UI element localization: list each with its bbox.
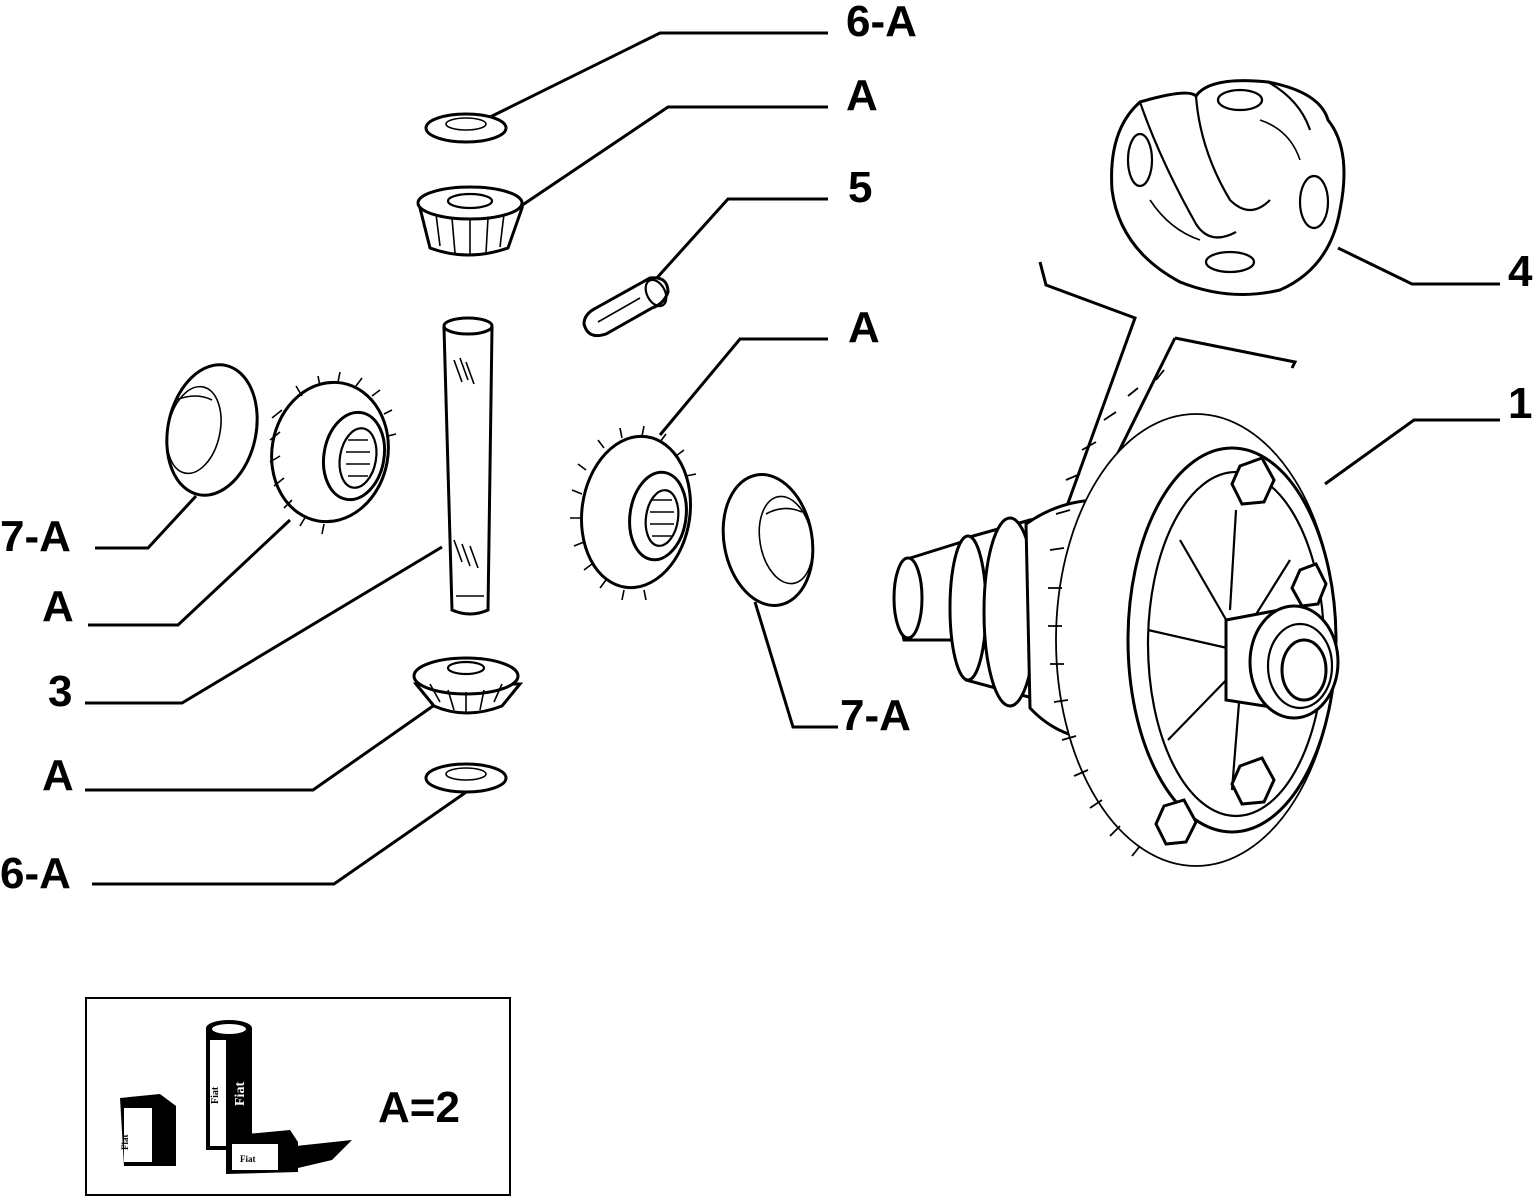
- callout-bearing-cap-right: 7-A: [840, 691, 911, 740]
- parts-kit-icon: Fiat Fiat Fiat Fiat: [120, 1020, 352, 1174]
- kit-brand-mark: Fiat: [240, 1154, 256, 1164]
- callout-bearing-cap-left: 7-A: [0, 512, 71, 561]
- ring-gear-bolts: [1154, 456, 1328, 846]
- planet-gear-bottom-part: [412, 656, 524, 715]
- kit-brand-mark: Fiat: [210, 1086, 221, 1104]
- callout-washer-top: 6-A: [846, 0, 917, 46]
- washer-top-part: [424, 112, 508, 144]
- ring-gear-assembly-part: [892, 369, 1340, 867]
- callout-planet-bottom: A: [42, 751, 74, 800]
- side-gear-right-part: [570, 425, 697, 601]
- callout-planet-top: A: [846, 71, 878, 120]
- callout-differential-housing: 4: [1508, 247, 1533, 296]
- ring-gear-teeth: [1048, 369, 1165, 857]
- callout-shaft: 3: [48, 667, 72, 716]
- pin-part: [582, 276, 670, 338]
- callout-side-gear-right: A: [848, 303, 880, 352]
- bearing-cap-right-part: [721, 473, 815, 607]
- callout-ring-gear-assembly: 1: [1508, 379, 1532, 428]
- kit-brand-mark: Fiat: [233, 1082, 248, 1106]
- kit-brand-mark: Fiat: [120, 1135, 130, 1151]
- callout-labels: 6-A A 5 A 7-A A 3 A 6-A 7-A 4 1: [0, 0, 1533, 898]
- callout-washer-bottom: 6-A: [0, 849, 71, 898]
- washer-bottom-part: [424, 762, 508, 794]
- side-gear-left-part: [269, 371, 397, 535]
- kit-legend: Fiat Fiat Fiat Fiat A=2: [85, 997, 511, 1196]
- planet-gear-top-part: [416, 185, 525, 257]
- bearing-cap-left-part: [165, 363, 259, 497]
- shaft-part: [442, 316, 494, 616]
- differential-housing-part: [1110, 79, 1346, 296]
- callout-side-gear-left: A: [42, 582, 74, 631]
- callout-pin: 5: [848, 163, 872, 212]
- kit-quantity-label: A=2: [378, 1083, 460, 1132]
